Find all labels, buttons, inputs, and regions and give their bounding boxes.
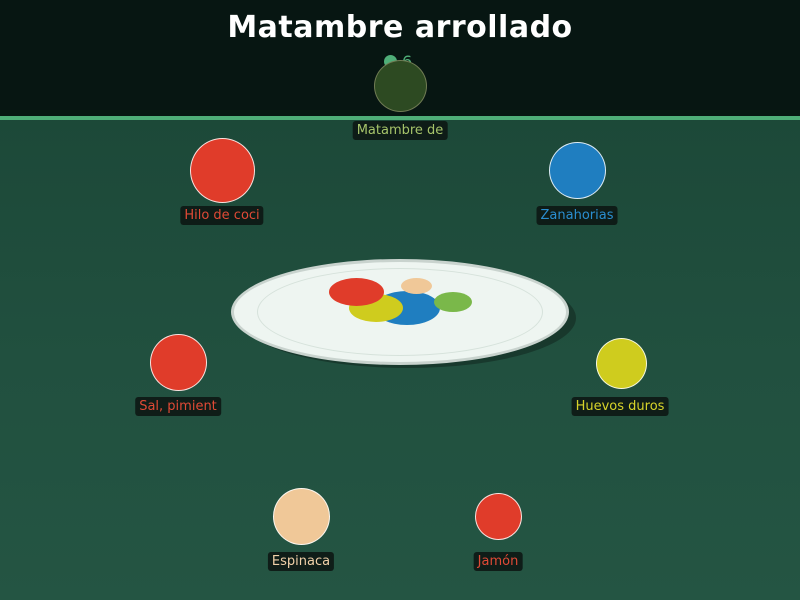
- ingredient-huevos[interactable]: [596, 338, 647, 389]
- ingredient-jamon[interactable]: [475, 493, 522, 540]
- plate-rim: [257, 268, 543, 356]
- ingredient-espinaca-label: Espinaca: [267, 552, 335, 571]
- ingredient-matambre[interactable]: [374, 60, 427, 112]
- header-divider: [0, 116, 800, 120]
- ingredient-sal-label: Sal, pimient: [135, 397, 221, 416]
- ingredient-jamon-label: Jamón: [473, 552, 523, 571]
- plate-ingredient-red: [329, 278, 384, 306]
- recipe-title: Matambre arrollado: [227, 10, 573, 45]
- ingredient-hilo[interactable]: [190, 138, 255, 203]
- ingredient-huevos-label: Huevos duros: [571, 397, 669, 416]
- ingredient-zanahorias[interactable]: [549, 142, 606, 199]
- ingredient-sal[interactable]: [150, 334, 207, 391]
- plate-ingredient-peach: [401, 278, 432, 294]
- ingredient-zanahorias-label: Zanahorias: [536, 206, 618, 225]
- ingredient-hilo-label: Hilo de coci: [180, 206, 264, 225]
- ingredient-matambre-label: Matambre de: [352, 121, 448, 140]
- ingredient-espinaca[interactable]: [273, 488, 330, 545]
- plate-ingredient-green: [434, 292, 472, 312]
